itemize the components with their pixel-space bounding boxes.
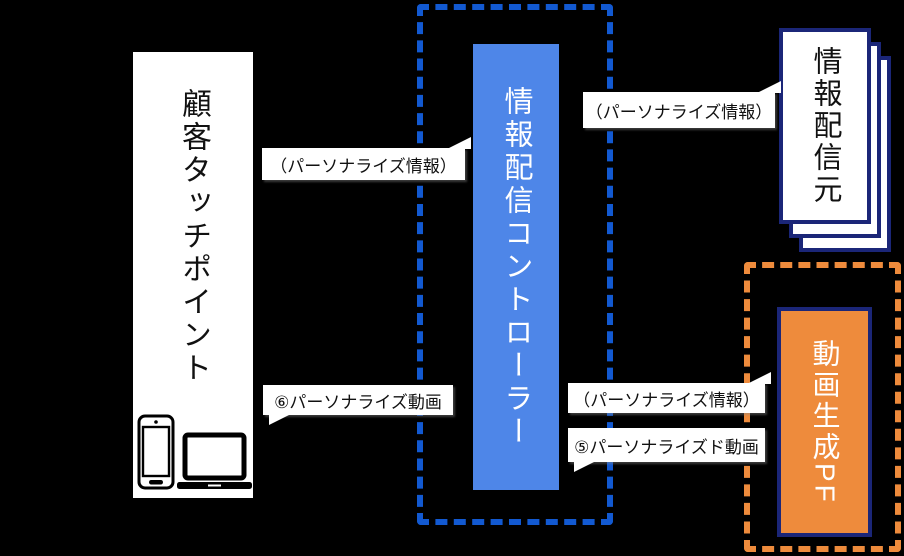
callout-text: （パーソナライズ情報） [270,156,457,176]
node-info-source: 情報配信元 [779,28,871,224]
device-icons [135,412,252,490]
customer-touchpoint-label: 顧客タッチポイント [177,88,210,385]
callout-text: ⑥パーソナライズ動画 [274,392,442,412]
callout-personalize-info-mid-right: （パーソナライズ情報） [568,372,771,413]
controller-dashed-frame [417,4,613,525]
callout-text: ⑤パーソナライズド動画 [574,437,759,457]
info-delivery-controller-label: 情報配信コントローラー [500,85,532,449]
callout-tail [757,81,781,93]
callout-step6-personalize-video: ⑥パーソナライズ動画 [263,385,453,425]
callout-tail [574,461,596,472]
node-customer-touchpoint: 顧客タッチポイント [133,52,253,498]
node-info-delivery-controller: 情報配信コントローラー [473,44,559,490]
callout-text: （パーソナライズ情報） [585,102,773,122]
callout-tail [269,414,291,425]
callout-text: （パーソナライズ情報） [573,390,760,410]
video-generation-pf-label: 動画生成PF [809,339,841,505]
smartphone-icon [137,414,175,490]
node-video-generation-pf: 動画生成PF [777,307,872,537]
callout-personalize-info-left: （パーソナライズ情報） [262,137,471,180]
laptop-icon [177,432,252,489]
callout-step5-personalized-video: ⑤パーソナライズド動画 [568,428,765,472]
info-source-label: 情報配信元 [809,46,841,206]
callout-personalize-info-top-right: （パーソナライズ情報） [583,81,781,128]
